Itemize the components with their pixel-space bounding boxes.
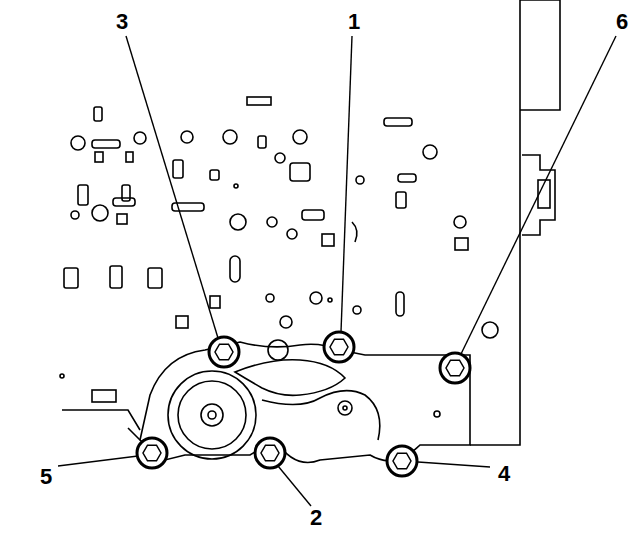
callout-number: 3 [116, 11, 128, 33]
callout-number: 1 [348, 11, 360, 33]
callout-number: 5 [40, 466, 52, 488]
callout-number: 4 [498, 463, 510, 485]
callout-number: 6 [616, 11, 628, 33]
callout-number: 2 [310, 507, 322, 529]
